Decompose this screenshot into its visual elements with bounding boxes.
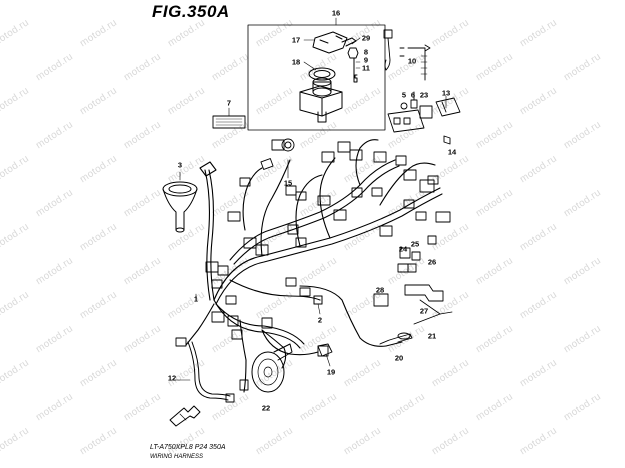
- boot-part-3: [162, 171, 198, 233]
- callout-11: 11: [362, 63, 370, 73]
- footer-name: WIRING HARNESS: [150, 454, 204, 460]
- callout-18: 18: [291, 57, 301, 67]
- label-part-7: [212, 107, 246, 129]
- callout-10: 10: [407, 56, 417, 66]
- callout-22: 22: [261, 403, 271, 413]
- callout-17: 17: [291, 35, 301, 45]
- callout-23: 23: [419, 90, 429, 100]
- callout-14: 14: [447, 147, 457, 157]
- lower-right-components: [373, 284, 453, 345]
- callout-24: 24: [398, 244, 408, 254]
- horn-part-22: [251, 343, 293, 393]
- callout-12: 12: [167, 373, 177, 383]
- main-harness: [185, 139, 443, 393]
- callout-20: 20: [394, 353, 404, 363]
- callout-29: 29: [361, 33, 371, 43]
- connectors: [175, 138, 451, 403]
- callout-21: 21: [427, 331, 437, 341]
- callout-5: 5: [401, 90, 407, 100]
- callout-1: 1: [193, 294, 199, 304]
- callout-13: 13: [441, 88, 451, 98]
- callout-27: 27: [419, 306, 429, 316]
- callout-15: 15: [283, 178, 293, 188]
- footer-code: LT-A750XPL8 P24 350A: [150, 444, 226, 451]
- misc-parts: [195, 159, 333, 367]
- callout-26: 26: [427, 257, 437, 267]
- callout-25: 25: [410, 239, 420, 249]
- callout-28: 28: [375, 285, 385, 295]
- callout-6: 6: [410, 90, 416, 100]
- sub-harness-part-12: [175, 341, 231, 401]
- figure-title: FIG.350A: [152, 2, 230, 21]
- callout-9: 9: [363, 55, 369, 65]
- front-direction-arrow: [169, 405, 201, 427]
- callout-19: 19: [326, 367, 336, 377]
- ignition-switch-group: [247, 17, 386, 131]
- right-side-components: [383, 29, 461, 145]
- callout-8: 8: [363, 47, 369, 57]
- callout-2: 2: [317, 315, 323, 325]
- callout-3: 3: [177, 160, 183, 170]
- callout-7: 7: [226, 98, 232, 108]
- callout-16: 16: [331, 8, 341, 18]
